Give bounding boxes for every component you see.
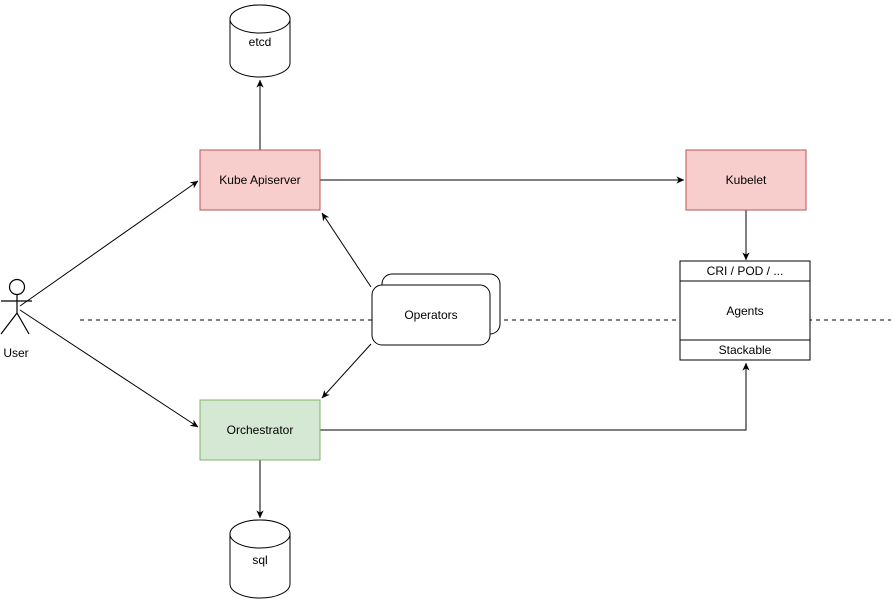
agent-stack-row-agents: Agents	[726, 304, 763, 318]
kube-apiserver-label: Kube Apiserver	[219, 173, 300, 187]
operators-front-card	[371, 284, 491, 346]
edge-user-to-orchestrator	[19, 309, 199, 428]
user-label: User	[3, 346, 28, 360]
etcd-label: etcd	[249, 35, 272, 49]
etcd-cylinder-top	[229, 4, 291, 34]
node-orchestrator: Orchestrator	[199, 399, 321, 461]
sql-cylinder-top	[229, 519, 291, 549]
kubelet-box	[685, 149, 807, 211]
edge-user-to-kube-apiserver	[19, 180, 199, 307]
node-kubelet: Kubelet	[685, 149, 807, 211]
node-agent-stack: CRI / POD / ... Agents Stackable	[679, 260, 811, 361]
sql-label: sql	[252, 553, 267, 567]
actor-body	[0, 294, 32, 335]
edges	[19, 79, 750, 519]
node-user: User	[0, 278, 32, 360]
node-operators: Operators	[371, 273, 501, 346]
orchestrator-box	[199, 399, 321, 461]
edge-operators-to-orchestrator	[321, 343, 372, 399]
agent-stack-box	[679, 260, 811, 361]
orchestrator-label: Orchestrator	[227, 423, 294, 437]
node-kube-apiserver: Kube Apiserver	[199, 149, 321, 211]
agent-stack-row-cri-pod: CRI / POD / ...	[707, 264, 784, 278]
operators-label: Operators	[404, 308, 457, 322]
actor-head	[8, 278, 26, 296]
edge-orchestrator-to-stackable	[320, 362, 750, 431]
node-sql: sql	[229, 519, 291, 599]
kubelet-label: Kubelet	[726, 173, 767, 187]
kube-apiserver-box	[199, 149, 321, 211]
agent-stack-row-stackable: Stackable	[719, 343, 772, 357]
edge-operators-to-kube-apiserver	[321, 212, 372, 288]
node-etcd: etcd	[229, 4, 291, 78]
